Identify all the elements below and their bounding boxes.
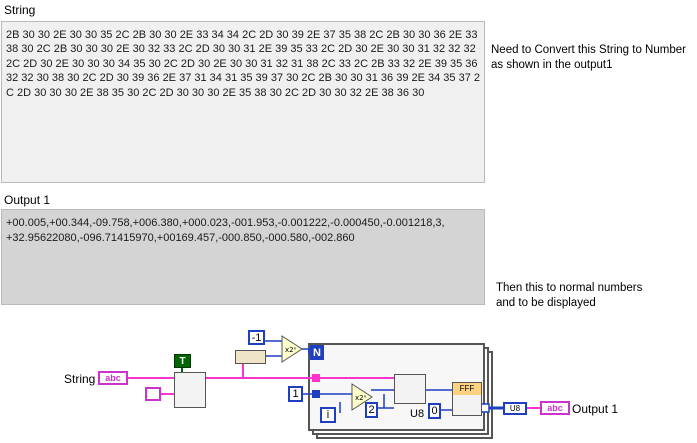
- note-display-line2: and to be displayed: [496, 297, 596, 309]
- loop-count-terminal: N: [310, 345, 324, 360]
- wire-count: [301, 348, 310, 354]
- fff-label: FFF: [453, 383, 481, 395]
- zero-const[interactable]: 0: [428, 403, 441, 419]
- array-tunnel: [480, 403, 490, 413]
- output-indicator: +00.005,+00.344,-09.758,+006.380,+000.02…: [1, 209, 485, 305]
- string-control[interactable]: 2B 30 30 2E 30 30 35 2C 2B 30 30 2E 33 3…: [1, 21, 485, 183]
- minus-one-const[interactable]: -1: [248, 330, 265, 345]
- string-terminal-icon[interactable]: abc: [98, 371, 128, 385]
- output-terminal-icon[interactable]: abc: [540, 401, 570, 415]
- diagram-string-label: String: [64, 372, 96, 386]
- note-display-line1: Then this to normal numbers: [496, 282, 643, 294]
- note-display: Then this to normal numbers and to be di…: [496, 281, 642, 311]
- note-convert-line1: Need to Convert this String to Number: [491, 44, 686, 56]
- multiply-node-top: [281, 335, 303, 363]
- numeric-tunnel: [312, 390, 320, 398]
- wire-index: [320, 393, 352, 413]
- two-const[interactable]: 2: [365, 402, 378, 418]
- multiply-node-inner: [351, 383, 373, 411]
- loop-index-terminal: i: [320, 407, 336, 423]
- u8-array-node[interactable]: U8: [503, 402, 527, 415]
- note-convert: Need to Convert this String to Number as…: [491, 43, 686, 73]
- hex-to-number-node[interactable]: FFF: [452, 382, 482, 416]
- diagram-output-label: Output 1: [572, 402, 619, 416]
- scan-string-node[interactable]: [174, 372, 206, 408]
- one-const[interactable]: 1: [288, 386, 303, 402]
- wire-two: [378, 394, 394, 409]
- true-const[interactable]: T: [174, 354, 191, 368]
- string-length-node[interactable]: [235, 350, 266, 364]
- string-tunnel: [312, 374, 320, 382]
- multiply-inner-sign: x2ⁿ: [355, 394, 367, 402]
- empty-string-const[interactable]: [145, 387, 161, 401]
- output-label: Output 1: [4, 193, 51, 207]
- u8-label: U8: [410, 408, 425, 420]
- string-subset-node[interactable]: [394, 374, 426, 404]
- multiply-top-sign: x2ⁿ: [285, 346, 297, 354]
- note-convert-line2: as shown in the output1: [491, 59, 613, 71]
- string-label: String: [4, 3, 36, 17]
- block-diagram: x2ⁿ x2ⁿ String abc T -1 N 1 i 2 U8 0 FFF…: [0, 318, 697, 443]
